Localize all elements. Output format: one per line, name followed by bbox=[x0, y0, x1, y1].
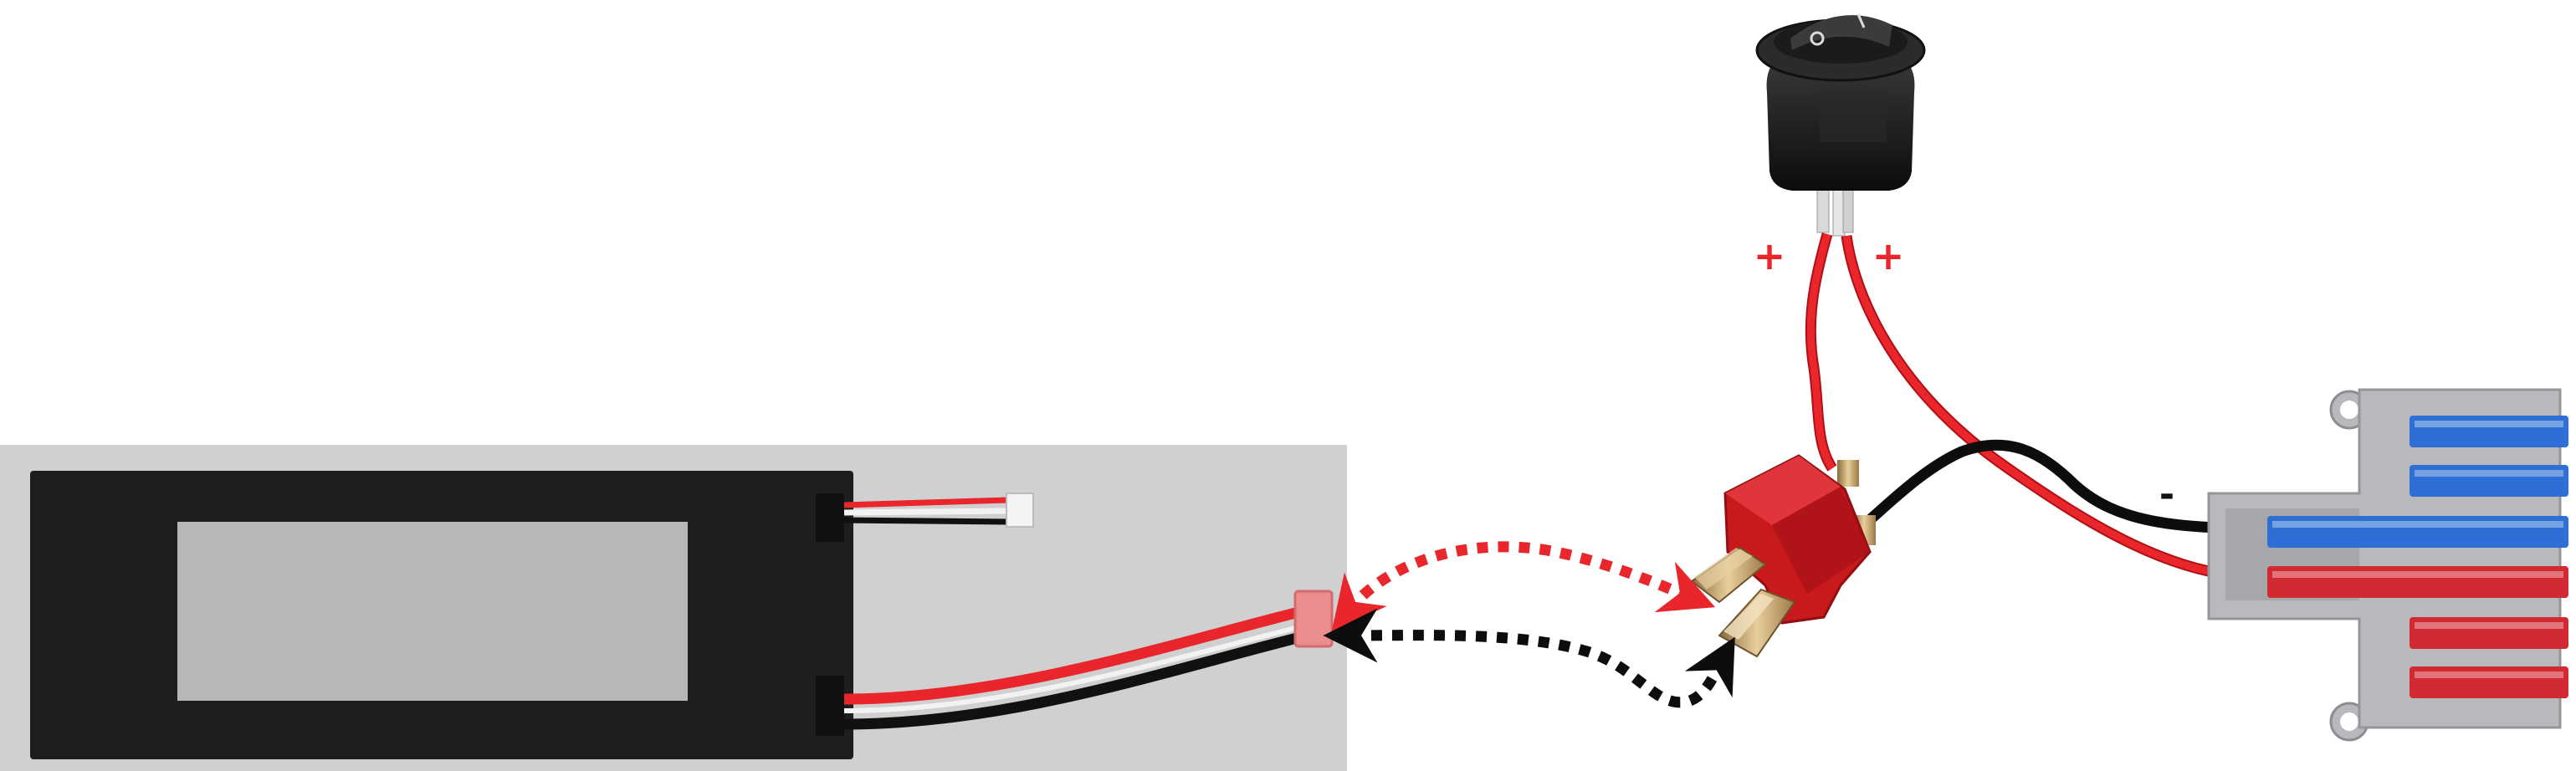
red-lever-5 bbox=[2410, 617, 2568, 649]
lead-sleeve bbox=[1293, 590, 1334, 648]
battery-label-window bbox=[177, 522, 688, 701]
switch-wires bbox=[1805, 232, 2260, 583]
battery-main-lead bbox=[843, 590, 1334, 730]
balance-lead-grommet bbox=[816, 493, 844, 542]
red-lever-4 bbox=[2267, 566, 2568, 598]
blue-lever-3 bbox=[2267, 516, 2568, 548]
rocker-switch-icon bbox=[1755, 13, 1926, 237]
blue-lever-1 bbox=[2410, 416, 2568, 447]
balance-lead bbox=[843, 493, 1034, 528]
connector-levers bbox=[2267, 416, 2568, 698]
blue-lever-2 bbox=[2410, 465, 2568, 497]
battery-pack-icon bbox=[0, 445, 1347, 771]
negative-connection-arrow bbox=[1323, 608, 1735, 708]
connector-negative-label: - bbox=[2159, 473, 2174, 516]
red-lever-6 bbox=[2410, 666, 2568, 698]
switch-right-pole-label: + bbox=[1872, 233, 1905, 278]
deans-t-plug-icon bbox=[1690, 454, 1876, 658]
main-lead-grommet bbox=[816, 676, 844, 736]
balance-plug-icon bbox=[1006, 493, 1034, 528]
switch-left-pole-label: + bbox=[1754, 233, 1786, 278]
positive-connection-arrow bbox=[1331, 541, 1716, 632]
negative-wire bbox=[1862, 439, 2268, 534]
